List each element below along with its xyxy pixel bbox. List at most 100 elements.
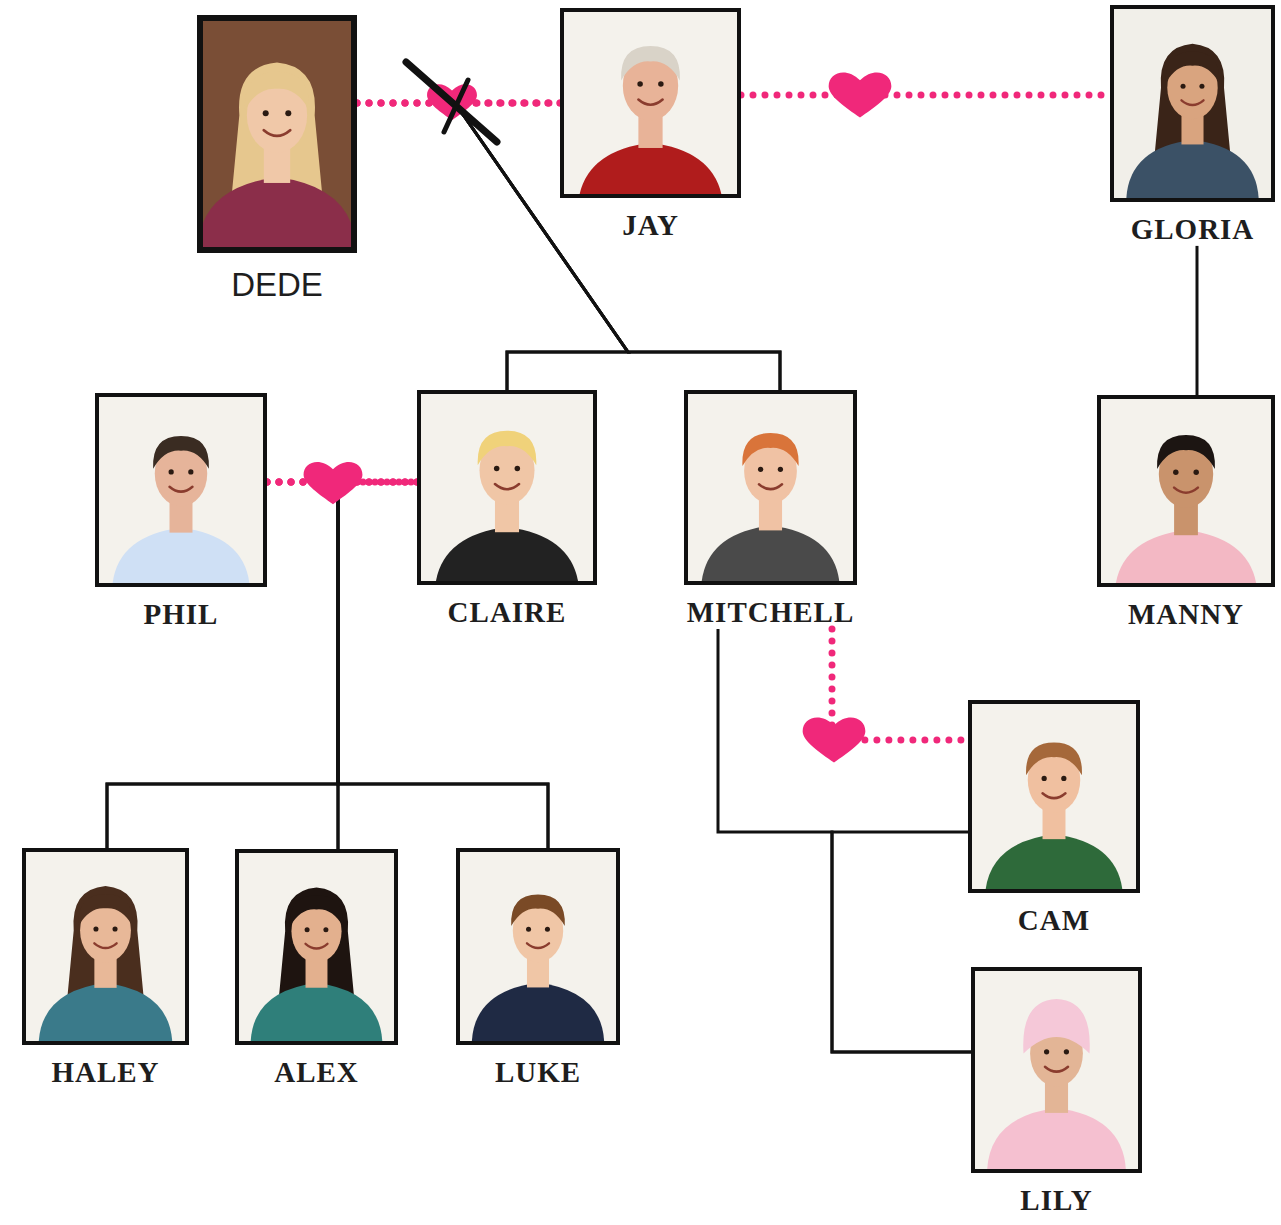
person-node: LUKE (452, 848, 624, 1089)
eye (188, 469, 193, 474)
photo-frame (560, 8, 741, 198)
person-node: CLAIRE (413, 390, 601, 629)
eye (778, 467, 783, 472)
portrait-ground (688, 394, 853, 581)
person-node: ALEX (231, 849, 402, 1089)
person-node: CAM (964, 700, 1144, 937)
photo-frame (197, 15, 357, 253)
name-label: LILY (967, 1185, 1146, 1217)
mouth (264, 130, 290, 136)
hair (1166, 52, 1220, 84)
eye (494, 466, 500, 472)
eye (1173, 470, 1178, 475)
name-label: CLAIRE (413, 597, 601, 629)
portrait (688, 394, 853, 581)
shoulders (1115, 530, 1258, 583)
hair (742, 433, 798, 466)
mouth (1045, 1067, 1068, 1072)
hair (511, 895, 565, 927)
name-label: PHIL (91, 599, 271, 631)
hair (153, 436, 209, 469)
hat (1023, 999, 1090, 1053)
eye (323, 927, 328, 932)
mouth (306, 944, 328, 949)
portrait-ground (975, 971, 1138, 1169)
mouth (759, 484, 782, 489)
shoulders (472, 983, 604, 1041)
family-link (338, 482, 417, 849)
name-label: ALEX (231, 1057, 402, 1089)
shoulders (251, 983, 383, 1041)
portrait-ground (203, 21, 351, 247)
person-node: GLORIA (1106, 5, 1279, 246)
mouth (170, 487, 193, 492)
eye (112, 926, 117, 931)
portrait-ground (239, 853, 394, 1041)
portrait (564, 12, 737, 194)
shoulders (987, 1108, 1126, 1169)
portrait-ground (1114, 9, 1271, 198)
family-link (741, 95, 1110, 96)
photo-frame (235, 849, 398, 1045)
eye (169, 469, 174, 474)
eye (658, 81, 664, 87)
photo-frame (1097, 395, 1275, 587)
eye (263, 110, 269, 116)
mouth (1181, 100, 1203, 105)
photo-frame (968, 700, 1140, 893)
photo-frame (22, 848, 189, 1045)
family-link (267, 482, 338, 849)
portrait (421, 394, 593, 581)
name-label: HALEY (18, 1057, 193, 1089)
portrait (26, 852, 185, 1041)
shoulders (39, 983, 173, 1041)
person-node: LILY (967, 967, 1146, 1217)
descent-line (718, 629, 971, 1052)
eye (526, 927, 531, 932)
shoulders (112, 528, 250, 583)
portrait (460, 852, 616, 1041)
hair (1155, 44, 1231, 159)
eye (1181, 84, 1186, 89)
person-node: PHIL (91, 393, 271, 631)
family-link (832, 832, 971, 1052)
marriage-dots (741, 92, 1110, 99)
photo-frame (684, 390, 857, 585)
divorce-cross (406, 62, 497, 142)
hair (621, 46, 680, 81)
hair (1026, 742, 1082, 775)
hair (232, 62, 322, 199)
shoulders (985, 834, 1123, 889)
hair (78, 894, 132, 926)
family-link (718, 629, 971, 1052)
eye (758, 467, 763, 472)
person-node: MANNY (1093, 395, 1279, 631)
photo-frame (1110, 5, 1275, 202)
hair (67, 886, 143, 1002)
eye (1044, 1049, 1049, 1054)
photo-frame (971, 967, 1142, 1173)
person-node: MITCHELL (680, 390, 861, 629)
descent-line (832, 832, 971, 1052)
eye (285, 110, 291, 116)
hair (478, 431, 537, 465)
shoulders (578, 143, 723, 194)
name-label: GLORIA (1106, 214, 1279, 246)
eye (1199, 84, 1204, 89)
family-link (1197, 246, 1198, 395)
shoulders (1126, 140, 1258, 198)
mouth (1174, 488, 1198, 493)
portrait (239, 853, 394, 1041)
portrait-ground (421, 394, 593, 581)
portrait (975, 971, 1138, 1169)
hair (290, 895, 343, 926)
heart-shape (304, 462, 363, 504)
photo-frame (95, 393, 267, 587)
shoulders (203, 177, 351, 247)
descent-line (1196, 246, 1199, 395)
eye (545, 927, 550, 932)
portrait (203, 21, 351, 247)
name-label: MITCHELL (680, 597, 861, 629)
shoulders (701, 525, 840, 581)
